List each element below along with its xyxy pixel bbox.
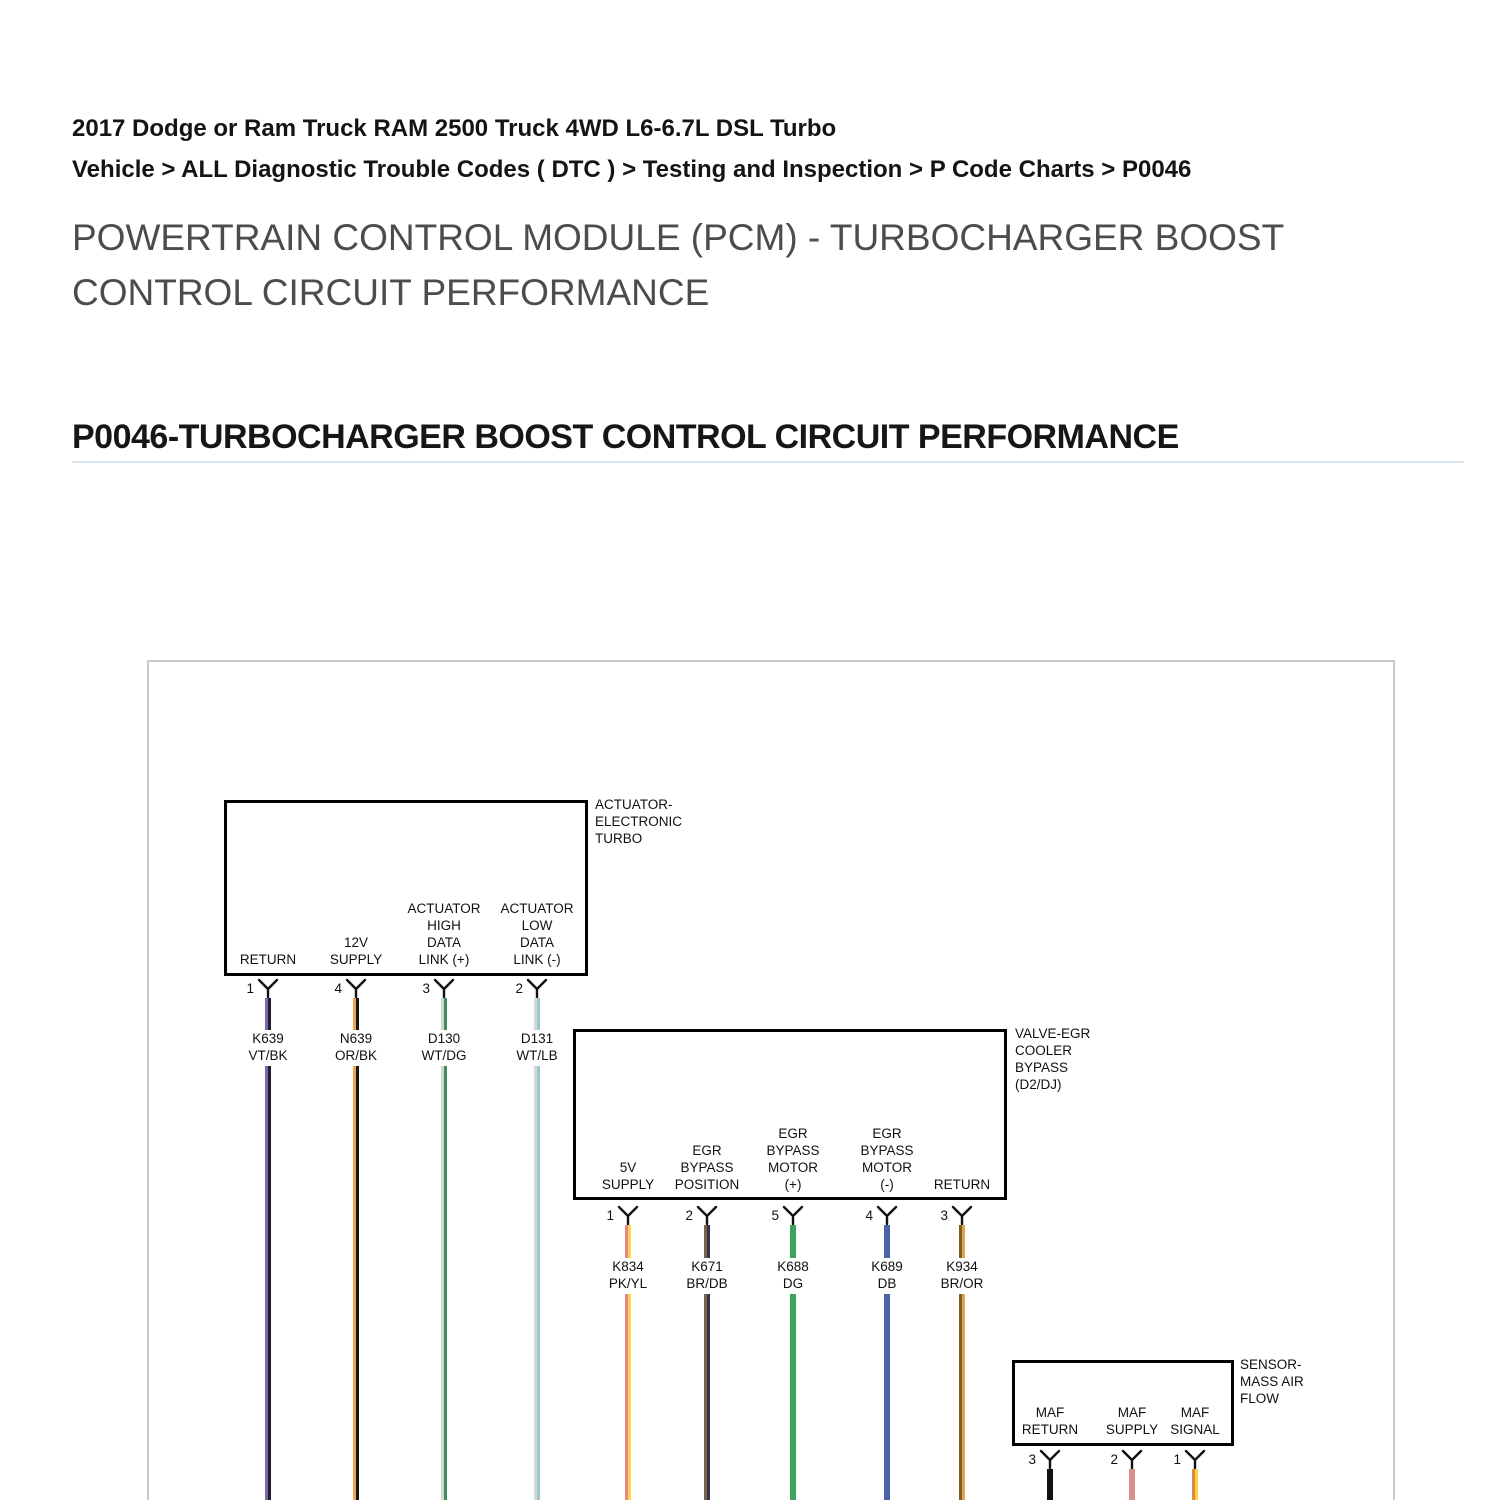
wiring-diagram-frame <box>147 660 1395 1500</box>
pin-label-maf-return: MAF RETURN <box>1021 1405 1079 1437</box>
pin-label-egr-return: RETURN <box>933 1177 991 1192</box>
connector-pin-icon <box>696 1205 718 1225</box>
wire-segment <box>790 1294 796 1500</box>
pin-label-5v-supply: 5V SUPPLY <box>601 1160 655 1192</box>
page-title: POWERTRAIN CONTROL MODULE (PCM) - TURBOC… <box>72 217 1284 313</box>
connector-pin-icon <box>345 978 367 998</box>
pin-number: 4 <box>865 1208 873 1223</box>
circuit-code: K671 <box>691 1259 723 1274</box>
pin-number: 1 <box>1173 1452 1181 1467</box>
wire-color-code: BR/OR <box>940 1276 984 1291</box>
breadcrumb: Vehicle > ALL Diagnostic Trouble Codes (… <box>72 156 1192 183</box>
wire-segment <box>353 1066 359 1500</box>
connector-pin-icon <box>617 1205 639 1225</box>
wire-segment <box>534 998 540 1030</box>
component-caption-sensor-mass-air-flow: SENSOR- MASS AIR FLOW <box>1240 1357 1304 1406</box>
circuit-code: N639 <box>339 1031 373 1046</box>
circuit-code: K689 <box>871 1259 903 1274</box>
wire-segment <box>884 1225 890 1258</box>
heading-divider <box>72 461 1464 463</box>
connector-pin-icon <box>1039 1449 1061 1469</box>
wire-color-code: WT/LB <box>516 1048 558 1063</box>
component-caption-actuator-electronic-turbo: ACTUATOR- ELECTRONIC TURBO <box>595 797 683 846</box>
pin-label-actuator-low-data-link: ACTUATOR LOW DATA LINK (-) <box>500 901 574 967</box>
pin-label-maf-supply: MAF SUPPLY <box>1105 1405 1159 1437</box>
pin-label-actuator-high-data-link: ACTUATOR HIGH DATA LINK (+) <box>407 901 481 967</box>
circuit-code: D130 <box>427 1031 461 1046</box>
connector-pin-icon <box>433 978 455 998</box>
wire-segment <box>1047 1469 1053 1500</box>
wire-segment <box>265 1066 271 1500</box>
connector-pin-icon <box>257 978 279 998</box>
circuit-code: K834 <box>612 1259 644 1274</box>
pin-number: 4 <box>334 981 342 996</box>
connector-pin-icon <box>876 1205 898 1225</box>
wire-color-code: WT/DG <box>421 1048 467 1063</box>
circuit-code: K688 <box>777 1259 809 1274</box>
connector-pin-icon <box>782 1205 804 1225</box>
wire-segment <box>959 1225 965 1258</box>
wire-color-code: OR/BK <box>334 1048 377 1063</box>
pin-number: 3 <box>940 1208 948 1223</box>
component-box-actuator-electronic-turbo <box>224 800 588 976</box>
pin-number: 1 <box>246 981 254 996</box>
circuit-code: D131 <box>520 1031 554 1046</box>
wire-segment <box>1192 1469 1198 1500</box>
circuit-code: K934 <box>946 1259 978 1274</box>
component-caption-valve-egr-cooler-bypass: VALVE-EGR COOLER BYPASS (D2/DJ) <box>1015 1026 1091 1092</box>
wire-color-code: DB <box>877 1276 897 1291</box>
wire-segment <box>441 998 447 1030</box>
pin-label-egr-bypass-motor-minus: EGR BYPASS MOTOR (-) <box>860 1126 914 1192</box>
pin-number: 1 <box>606 1208 614 1223</box>
component-box-sensor-mass-air-flow <box>1012 1360 1234 1446</box>
wire-segment <box>1129 1469 1135 1500</box>
pin-number: 3 <box>422 981 430 996</box>
pin-number: 2 <box>1110 1452 1118 1467</box>
wire-color-code: BR/DB <box>686 1276 728 1291</box>
pin-number: 2 <box>515 981 523 996</box>
pin-label-egr-bypass-motor-plus: EGR BYPASS MOTOR (+) <box>766 1126 820 1192</box>
pin-number: 5 <box>771 1208 779 1223</box>
pin-label-12v-supply: 12V SUPPLY <box>329 935 383 967</box>
wire-segment <box>704 1294 710 1500</box>
connector-pin-icon <box>526 978 548 998</box>
pin-number: 3 <box>1028 1452 1036 1467</box>
wire-segment <box>884 1294 890 1500</box>
wire-segment <box>353 998 359 1030</box>
circuit-code: K639 <box>252 1031 284 1046</box>
component-box-valve-egr-cooler-bypass <box>573 1029 1007 1200</box>
wire-segment <box>534 1066 540 1500</box>
wire-color-code: PK/YL <box>608 1276 648 1291</box>
pin-number: 2 <box>685 1208 693 1223</box>
pin-label-return: RETURN <box>239 952 297 967</box>
wire-segment <box>704 1225 710 1258</box>
wire-color-code: VT/BK <box>248 1048 288 1063</box>
vehicle-title: 2017 Dodge or Ram Truck RAM 2500 Truck 4… <box>72 115 837 142</box>
pin-label-maf-signal: MAF SIGNAL <box>1170 1405 1220 1437</box>
connector-pin-icon <box>1121 1449 1143 1469</box>
dtc-section-heading: P0046-TURBOCHARGER BOOST CONTROL CIRCUIT… <box>72 418 1179 456</box>
wire-color-code: DG <box>782 1276 804 1291</box>
wire-segment <box>790 1225 796 1258</box>
wire-segment <box>625 1294 631 1500</box>
wire-segment <box>265 998 271 1030</box>
connector-pin-icon <box>951 1205 973 1225</box>
pin-label-egr-bypass-position: EGR BYPASS POSITION <box>674 1143 740 1192</box>
wire-segment <box>625 1225 631 1258</box>
wire-segment <box>959 1294 965 1500</box>
connector-pin-icon <box>1184 1449 1206 1469</box>
wire-segment <box>441 1066 447 1500</box>
